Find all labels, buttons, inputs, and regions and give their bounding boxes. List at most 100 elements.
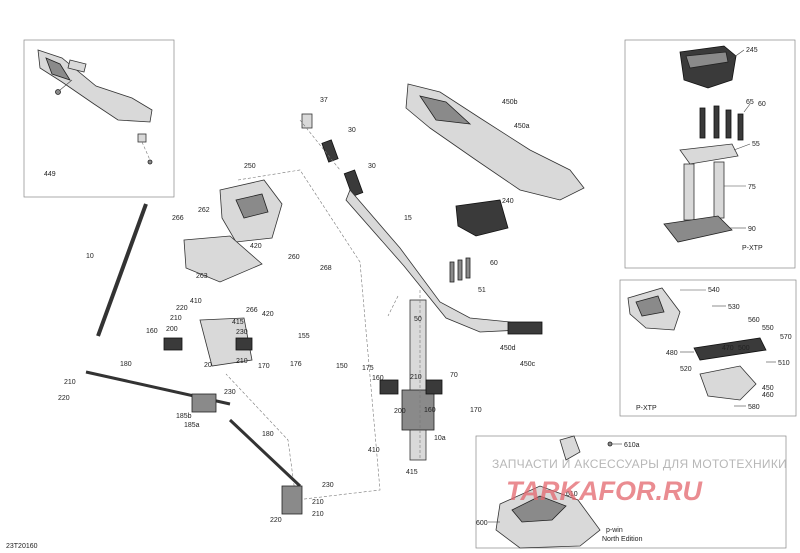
label-75: 75 (748, 184, 756, 191)
bolt-icon (737, 113, 744, 141)
label-510: 510 (778, 360, 790, 367)
clamp-icon (137, 133, 147, 143)
joint-185 (191, 393, 217, 413)
label-420a: 420 (250, 243, 262, 250)
screw-icon (55, 89, 61, 95)
label-550: 550 (762, 325, 774, 332)
label-260: 260 (288, 254, 300, 261)
panel-top-right: 245 65 60 55 75 90 P-XTP (624, 39, 796, 269)
label-210c: 210 (410, 374, 422, 381)
label-210e: 210 (312, 499, 324, 506)
label-450a: 450a (514, 123, 530, 130)
label-410a: 410 (190, 298, 202, 305)
label-250: 250 (244, 163, 256, 170)
mounting-bar (693, 337, 767, 361)
riser-clamp-top (679, 143, 739, 165)
riser-post-right (713, 161, 725, 219)
note-p-xtp-mid: P-XTP (636, 405, 657, 412)
label-450c: 450c (520, 361, 536, 368)
label-185a: 185a (184, 422, 200, 429)
windshield-shade (511, 495, 567, 523)
label-610: 610 (566, 491, 578, 498)
watermark-tagline: ЗАПЧАСТИ И АКСЕССУАРЫ ДЛЯ МОТОТЕХНИКИ (492, 457, 787, 471)
note-p-xtp-top: P-XTP (742, 245, 763, 252)
label-449: 449 (44, 171, 56, 178)
label-268: 268 (320, 265, 332, 272)
label-30b: 30 (368, 163, 376, 170)
diagram-id: 23T20160 (6, 543, 38, 550)
label-450d: 450d (500, 345, 516, 352)
label-176: 176 (290, 361, 302, 368)
label-500: 500 (738, 345, 750, 352)
main-assembly (85, 83, 585, 515)
label-530: 530 (728, 304, 740, 311)
label-450b: 450b (502, 99, 518, 106)
bushing-icon (379, 379, 399, 395)
label-210b: 210 (236, 358, 248, 365)
label-160b: 160 (372, 375, 384, 382)
label-266b: 266 (246, 307, 258, 314)
handlebar-cover (455, 199, 509, 237)
riser-post-left (683, 163, 695, 221)
left-handguard (37, 49, 153, 123)
watermark: ЗАПЧАСТИ И АКСЕССУАРЫ ДЛЯ МОТОТЕХНИКИ TA… (492, 457, 787, 506)
label-540: 540 (708, 287, 720, 294)
note-p-win: p-win (606, 527, 623, 534)
label-470: 470 (722, 345, 734, 352)
bushing-icon (235, 337, 253, 351)
label-220b: 220 (58, 395, 70, 402)
screw-icon (147, 159, 153, 165)
label-180a: 180 (120, 361, 132, 368)
label-10a: 10a (434, 435, 446, 442)
label-175: 175 (362, 365, 374, 372)
grip-icon (321, 139, 339, 163)
label-210d: 210 (64, 379, 76, 386)
label-65: 65 (746, 99, 754, 106)
handguard-shade (635, 295, 665, 317)
bracket-icon (559, 435, 581, 461)
note-north-edition: North Edition (602, 536, 643, 543)
bolt-icon (465, 257, 471, 279)
panel-bottom-right: 610a 610 600 p-win North Edition (475, 435, 787, 549)
main-labels: 37 30 30 450b 450a 250 240 266 262 10 42… (58, 97, 536, 524)
watermark-logo: TARKAFOR.RU (506, 476, 703, 506)
grip-icon (343, 169, 364, 197)
label-220a: 220 (176, 305, 188, 312)
label-185b: 185b (176, 413, 192, 420)
tie-rod-180b (228, 418, 302, 488)
ball-joint (281, 485, 303, 515)
label-240: 240 (502, 198, 514, 205)
label-160a: 160 (146, 328, 158, 335)
label-580: 580 (748, 404, 760, 411)
label-200b: 200 (394, 408, 406, 415)
label-600: 600 (476, 520, 488, 527)
mount-bracket (183, 235, 263, 283)
label-160c: 160 (424, 407, 436, 414)
label-230c: 230 (322, 482, 334, 489)
label-410b: 410 (368, 447, 380, 454)
label-220c: 220 (270, 517, 282, 524)
label-60-main: 60 (490, 260, 498, 267)
panel-top-right-frame (624, 39, 796, 269)
label-50: 50 (414, 316, 422, 323)
end-cap-icon (301, 113, 313, 129)
panel-top-left-frame (23, 39, 175, 198)
label-90: 90 (748, 226, 756, 233)
panel-bottom-right-frame (475, 435, 787, 549)
assembly-outline (225, 169, 381, 501)
riser-base (663, 215, 733, 243)
label-20: 20 (204, 362, 212, 369)
label-150: 150 (336, 363, 348, 370)
label-230a: 230 (236, 329, 248, 336)
label-37: 37 (320, 97, 328, 104)
panel-top-left: 449 (23, 39, 175, 198)
label-480: 480 (666, 350, 678, 357)
label-415a: 415 (232, 319, 244, 326)
label-155: 155 (298, 333, 310, 340)
label-30a: 30 (348, 127, 356, 134)
label-210f: 210 (312, 511, 324, 518)
label-10: 10 (86, 253, 94, 260)
bolt-icon (699, 107, 706, 139)
bushing-icon (163, 337, 183, 351)
panel-mid-right-frame (619, 279, 797, 417)
